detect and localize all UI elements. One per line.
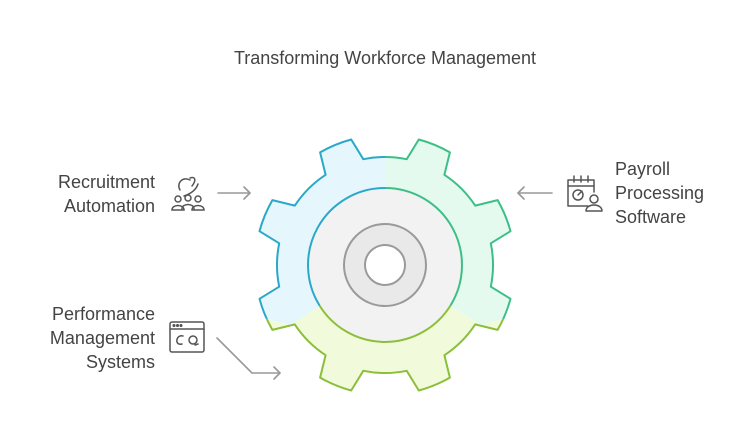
payroll-processing-label: Payroll Processing Software [615,157,740,229]
gear-outline-performance [258,265,512,392]
payroll-label-line-2: Processing [615,183,705,203]
hub-arc-recruitment [307,187,386,307]
arrow-performance [216,337,281,380]
calendar-user-icon [567,175,603,212]
gear-segment-payroll [385,138,512,325]
people-network-icon [171,176,205,211]
payroll-label-line-3: Software [615,207,687,227]
hub-arc-payroll [384,187,463,307]
recruitment-automation-label: Recruitment Automation [20,170,155,218]
recruitment-label-line-1: Recruitment [57,172,155,192]
performance-label-line-1: Performance [51,304,155,324]
hub-arc-performance [318,305,452,343]
performance-management-label: Performance Management Systems [10,302,155,374]
performance-label-line-2: Management [49,328,155,348]
performance-label-line-3: Systems [85,352,155,372]
arrow-payroll [517,186,553,200]
gear-outline-payroll [385,138,512,325]
recruitment-label-line-2: Automation [63,196,155,216]
gear-segment-recruitment [258,138,385,325]
hub-inner-ring [364,244,406,286]
gear-outline-recruitment [258,138,385,325]
diagram-title: Transforming Workforce Management [233,48,537,68]
arrow-recruitment [217,186,251,200]
gear-segment-performance [258,265,512,392]
payroll-label-line-1: Payroll [615,159,671,179]
browser-window-icon [169,321,205,353]
